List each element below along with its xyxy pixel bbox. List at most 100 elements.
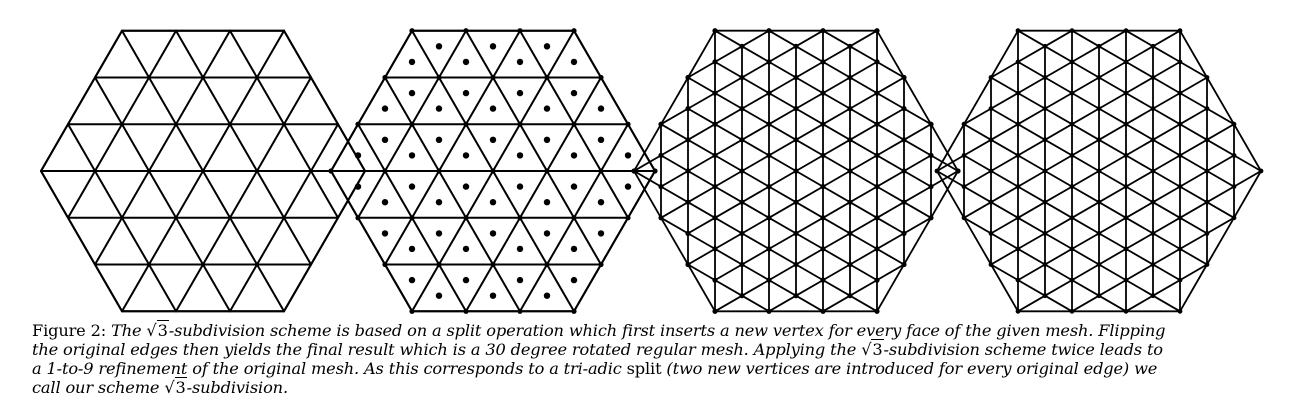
mesh-vertex bbox=[928, 121, 934, 127]
mesh-vertex bbox=[874, 28, 880, 34]
face-vertex bbox=[597, 136, 605, 143]
mesh-vertex bbox=[1231, 215, 1237, 221]
face-vertex bbox=[1042, 293, 1048, 299]
face-vertex bbox=[988, 137, 994, 143]
face-vertex bbox=[516, 276, 524, 284]
face-vertex bbox=[462, 152, 470, 159]
mesh-vertex bbox=[712, 121, 718, 127]
mesh-vertex bbox=[355, 121, 361, 127]
face-vertex bbox=[847, 199, 853, 205]
mesh-vertex bbox=[1069, 121, 1075, 127]
mesh-vertex bbox=[544, 261, 550, 268]
face-vertex bbox=[847, 230, 853, 236]
mesh-vertex bbox=[766, 215, 772, 221]
face-vertex bbox=[1231, 153, 1237, 158]
mesh-vertex bbox=[355, 215, 361, 221]
face-vertex bbox=[489, 43, 497, 50]
mesh-vertex bbox=[1150, 262, 1156, 267]
face-vertex bbox=[381, 105, 389, 112]
face-vertex bbox=[793, 137, 799, 143]
caption-line-3: a 1-to-9 refinement of the original mesh… bbox=[32, 359, 1158, 378]
mesh-vertex bbox=[1042, 262, 1048, 267]
mesh-vertex bbox=[409, 215, 415, 221]
mesh-vertex bbox=[1150, 168, 1156, 174]
mesh-vertex bbox=[934, 168, 940, 174]
mesh-vertex bbox=[1177, 28, 1183, 34]
mesh-vertex bbox=[901, 168, 907, 174]
face-vertex bbox=[1069, 153, 1075, 158]
face-vertex bbox=[1015, 184, 1021, 190]
mesh-vertex bbox=[1096, 75, 1102, 80]
face-vertex bbox=[1123, 59, 1129, 65]
face-vertex bbox=[928, 184, 934, 190]
mesh-vertex bbox=[766, 308, 772, 314]
panel-original-mesh bbox=[40, 29, 366, 313]
face-vertex bbox=[1123, 246, 1129, 252]
face-vertex bbox=[1015, 277, 1021, 283]
face-vertex bbox=[381, 136, 389, 143]
mesh-vertex bbox=[1096, 262, 1102, 267]
face-vertex bbox=[820, 152, 826, 158]
mesh-vertex bbox=[1177, 215, 1183, 221]
mesh-vertex bbox=[901, 74, 907, 81]
face-vertex bbox=[793, 230, 799, 236]
mesh-vertex bbox=[436, 168, 442, 174]
mesh-vertex bbox=[766, 28, 772, 34]
mesh-vertex bbox=[739, 74, 745, 81]
face-vertex bbox=[516, 183, 524, 190]
mesh-vertex bbox=[1123, 121, 1129, 127]
mesh-vertex bbox=[1150, 75, 1156, 80]
face-vertex bbox=[570, 152, 578, 159]
mesh-vertex bbox=[409, 308, 415, 314]
face-vertex bbox=[1204, 106, 1210, 111]
face-vertex bbox=[435, 136, 443, 143]
face-vertex bbox=[489, 292, 497, 299]
face-vertex bbox=[543, 43, 551, 50]
mesh-vertex bbox=[1204, 168, 1210, 174]
face-vertex bbox=[685, 106, 691, 112]
mesh-vertex bbox=[517, 308, 523, 314]
mesh-vertex bbox=[1069, 308, 1075, 314]
mesh-vertex bbox=[928, 215, 934, 221]
mesh-vertex bbox=[685, 261, 691, 268]
face-vertex bbox=[961, 153, 967, 158]
mesh-vertex bbox=[1258, 168, 1264, 174]
mesh-vertex bbox=[571, 28, 577, 34]
face-vertex bbox=[712, 59, 718, 65]
face-vertex bbox=[739, 137, 745, 143]
face-vertex bbox=[1069, 59, 1075, 65]
figure-caption: Figure 2: The √3-subdivision scheme is b… bbox=[32, 320, 1272, 397]
mesh-vertex bbox=[685, 74, 691, 81]
mesh-vertex bbox=[793, 74, 799, 81]
face-vertex bbox=[516, 89, 524, 97]
mesh-vertex bbox=[1177, 121, 1183, 127]
mesh-vertex bbox=[598, 74, 604, 81]
mesh-vertex bbox=[571, 121, 577, 127]
mesh-vertex bbox=[847, 168, 853, 174]
sqrt3-symbol: √3 bbox=[861, 339, 884, 359]
face-vertex bbox=[658, 152, 664, 158]
caption-line-1: Figure 2: The √3-subdivision scheme is b… bbox=[32, 320, 1166, 340]
face-vertex bbox=[712, 152, 718, 158]
face-vertex bbox=[570, 245, 578, 253]
face-vertex bbox=[1150, 137, 1156, 143]
face-vertex bbox=[1069, 184, 1075, 190]
face-vertex bbox=[570, 58, 578, 66]
mesh-vertex bbox=[658, 121, 664, 127]
face-vertex bbox=[1096, 293, 1102, 299]
mesh-vertex bbox=[490, 168, 496, 174]
mesh-vertex bbox=[712, 215, 718, 221]
mesh-vertex bbox=[988, 262, 994, 267]
mesh-vertex bbox=[517, 28, 523, 34]
face-vertex bbox=[1177, 153, 1183, 158]
mesh-vertex bbox=[1069, 215, 1075, 221]
mesh-vertex bbox=[793, 261, 799, 268]
face-vertex bbox=[847, 43, 853, 49]
mesh-vertex bbox=[988, 168, 994, 174]
face-vertex bbox=[408, 58, 416, 66]
face-vertex bbox=[1015, 90, 1021, 96]
face-vertex bbox=[712, 90, 718, 96]
face-vertex bbox=[1123, 184, 1129, 190]
face-vertex bbox=[901, 137, 907, 143]
face-vertex bbox=[1177, 246, 1183, 252]
